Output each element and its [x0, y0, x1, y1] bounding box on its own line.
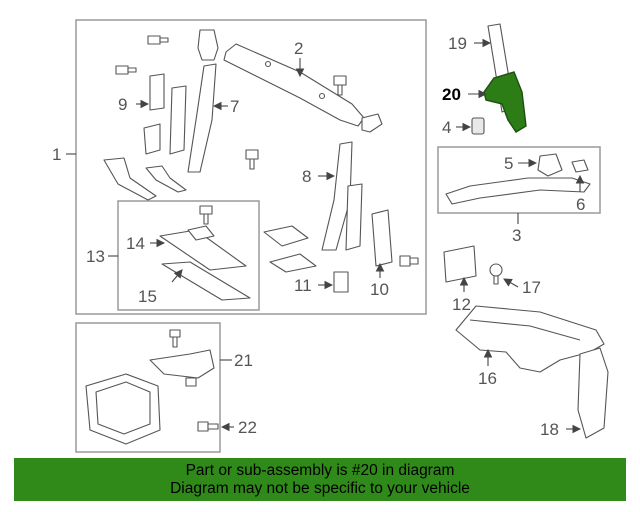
bracket-right-top — [361, 113, 383, 133]
part-17-clip — [489, 263, 519, 288]
part-14-brace — [150, 205, 247, 271]
callout-20: 20 — [442, 85, 461, 104]
callout-16: 16 — [478, 369, 497, 388]
parts-diagram: 1 2 3 4 5 6 7 8 9 10 11 12 13 14 15 16 1… — [52, 19, 609, 453]
part-12-bracket — [443, 245, 477, 292]
part-5-bracket — [518, 153, 563, 177]
part-16-lower-support — [455, 305, 605, 373]
callout-7: 7 — [230, 97, 239, 116]
callout-18: 18 — [540, 420, 559, 439]
part-2-upper-support — [223, 43, 365, 127]
callout-11: 11 — [294, 276, 312, 295]
middle-lower-brackets — [263, 225, 317, 273]
part-10-bracket — [371, 209, 419, 278]
part-9-bracket — [136, 73, 165, 111]
callout-22: 22 — [238, 418, 257, 437]
part-7-side-support — [187, 63, 228, 173]
bracket-top-center — [197, 29, 219, 61]
banner-line-2: Diagram may not be specific to your vehi… — [170, 480, 470, 497]
callout-21: 21 — [234, 351, 253, 370]
part-21-bracket — [149, 329, 215, 387]
bolt-top-left — [147, 35, 169, 45]
callout-17: 17 — [522, 278, 541, 297]
callout-13: 13 — [86, 247, 105, 266]
callout-2: 2 — [294, 39, 303, 58]
callout-8: 8 — [302, 167, 311, 186]
part-11-clip — [318, 271, 349, 293]
part-18-bracket — [566, 347, 609, 439]
callout-5: 5 — [504, 154, 513, 173]
callout-15: 15 — [138, 287, 157, 306]
part-6-clip — [571, 159, 589, 192]
lower-left-bracket — [103, 157, 187, 201]
callout-3: 3 — [512, 226, 521, 245]
callout-6: 6 — [576, 195, 585, 214]
banner-line-1: Part or sub-assembly is #20 in diagram — [185, 462, 455, 479]
part-15-brace — [161, 261, 251, 301]
callout-1: 1 — [52, 145, 61, 164]
info-banner: Part or sub-assembly is #20 in diagram D… — [14, 458, 626, 501]
bolt-center — [333, 75, 347, 96]
callout-14: 14 — [126, 234, 145, 253]
part-21-sensor-unit — [85, 373, 161, 445]
callout-12: 12 — [452, 295, 471, 314]
bolt-mid — [245, 149, 259, 170]
callout-9: 9 — [118, 95, 127, 114]
bolt-left-9 — [115, 65, 137, 75]
callout-19: 19 — [448, 34, 467, 53]
part-8-side-support — [318, 141, 363, 251]
part-7-panel-left — [143, 85, 187, 155]
part-22-bolt — [197, 421, 234, 432]
callout-4: 4 — [442, 118, 451, 137]
part-3-crossmember — [445, 177, 591, 205]
part-4-cushion — [456, 117, 485, 135]
part-20-highlighted — [468, 71, 527, 133]
callout-10: 10 — [370, 280, 389, 299]
